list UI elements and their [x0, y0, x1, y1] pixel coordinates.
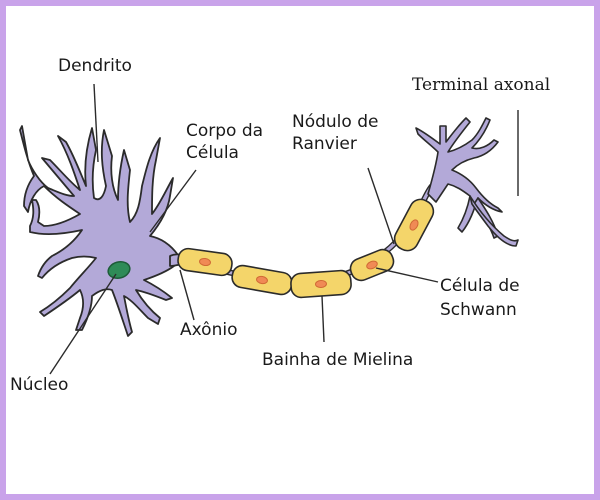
- nucleus: [107, 261, 131, 279]
- label-bainha-mielina: Bainha de Mielina: [262, 350, 414, 370]
- leader-corpo: [149, 169, 197, 233]
- axon-terminal: [415, 117, 519, 247]
- schwann-cell: [290, 269, 352, 299]
- label-celula-schwann-2: Schwann: [440, 300, 517, 320]
- leader-dendrito: [93, 83, 99, 163]
- label-corpo-celula-1: Corpo da: [186, 121, 264, 141]
- leader-lines: [49, 83, 519, 375]
- label-terminal-axonal: Terminal axonal: [412, 75, 551, 95]
- schwann-cell: [177, 247, 233, 277]
- label-nucleo: Núcleo: [10, 375, 69, 395]
- myelin-sheath: [177, 198, 435, 299]
- label-celula-schwann-1: Célula de: [440, 276, 520, 296]
- leader-celula: [375, 267, 439, 283]
- leader-axonio: [179, 269, 195, 321]
- schwann-cell: [393, 198, 435, 252]
- leader-bainha: [321, 295, 325, 343]
- label-corpo-celula-2: Célula: [186, 143, 239, 163]
- label-axonio: Axônio: [180, 320, 238, 340]
- schwann-cell: [349, 248, 395, 282]
- label-dendrito: Dendrito: [58, 56, 132, 76]
- leader-nucleo: [49, 273, 117, 375]
- label-nodulo-ranvier-1: Nódulo de: [292, 112, 379, 132]
- leader-nodulo: [367, 167, 395, 245]
- neuron-cell-body: [19, 125, 183, 337]
- schwann-cell: [231, 264, 293, 296]
- label-nodulo-ranvier-2: Ranvier: [292, 134, 357, 154]
